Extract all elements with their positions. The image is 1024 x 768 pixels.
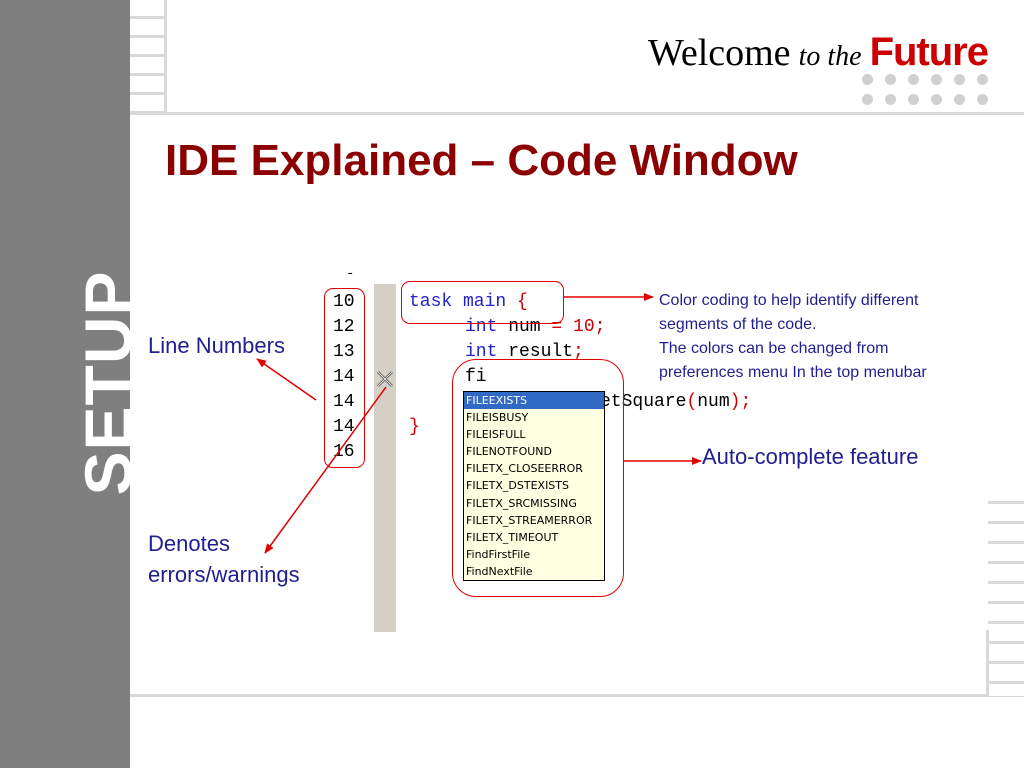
code-closing-brace[interactable]: } [409,417,420,437]
callout-line: Color coding to help identify different [659,292,919,309]
autocomplete-item[interactable]: FindNextFile [466,564,533,578]
header-divider [130,112,1024,115]
autocomplete-callout: Auto-complete feature [702,444,919,469]
color-coding-highlight [401,281,564,324]
autocomplete-list[interactable]: FILEEXISTS FILEISBUSY FILEISFULL FILENOT… [463,391,605,581]
top-left-stripes [130,0,166,114]
autocomplete-item[interactable]: FILEISBUSY [466,411,529,425]
autocomplete-item[interactable]: FILETX_DSTEXISTS [466,479,569,493]
line-number: 10 [333,292,355,312]
code-operator: ; [573,342,584,362]
autocomplete-item[interactable]: FILETX_SRCMISSING [466,496,577,510]
brand-dot [931,94,942,105]
sidebar-section-label: SETUP [71,270,145,496]
brand-dot-grid [862,74,992,105]
callout-line: preferences menu In the top menubar [659,364,927,381]
brand-dot [931,74,942,85]
arrow-line-numbers [256,358,317,401]
errors-warnings-callout: Denotes errors/warnings [148,528,300,590]
line-number: 12 [333,317,355,337]
line-number: 14 [333,367,355,387]
autocomplete-item[interactable]: FILETX_CLOSEERROR [466,462,583,476]
code-keyword: task main [409,292,507,312]
autocomplete-item[interactable]: FILEEXISTS [464,392,604,410]
code-keyword: int [465,342,498,362]
brand-dot [954,94,965,105]
code-line[interactable]: task main { [409,292,528,312]
brand-dot [885,94,896,105]
code-identifier: etSquare [600,392,687,412]
brand-dot [862,94,873,105]
callout-line: segments of the code. [659,316,817,333]
color-coding-callout: Color coding to help identify different … [659,289,999,385]
bottom-right-stripes [988,484,1024,696]
error-warning-x-icon[interactable] [375,369,395,389]
code-paren: ( [686,392,698,412]
bottom-right-stripe-edge [986,630,989,696]
brand-dot [908,74,919,85]
line-numbers-highlight [324,288,365,468]
footer-divider [130,694,1024,697]
code-keyword: int [465,317,498,337]
brand-dot [885,74,896,85]
brand-logo: Welcome to the Future [648,30,989,75]
line-numbers-callout: Line Numbers [148,333,285,358]
autocomplete-item[interactable]: FILENOTFOUND [466,445,552,459]
brand-future: Future [869,30,989,74]
brand-dot [862,74,873,85]
autocomplete-item[interactable]: FindFirstFile [466,547,531,561]
autocomplete-item[interactable]: FILEISFULL [466,428,526,442]
brand-dot [954,74,965,85]
callout-line: Denotes [148,531,230,556]
autocomplete-item[interactable]: FILETX_STREAMERROR [466,513,593,527]
callout-line: The colors can be changed from [659,340,889,357]
autocomplete-highlight [452,359,624,597]
code-scroll-fragment: - [346,266,355,282]
code-identifier: num [497,317,552,337]
brand-to-the: to the [798,41,862,72]
top-left-stripe-edge [164,0,167,114]
code-line[interactable]: int num = 10; [465,317,605,337]
brand-dot [908,94,919,105]
callout-line: errors/warnings [148,562,300,587]
brand-dot [977,74,988,85]
code-operator: = 10; [551,317,606,337]
code-paren: ); [729,392,752,412]
code-line[interactable]: int result; [465,342,584,362]
page-title: IDE Explained – Code Window [165,136,798,185]
editor-gutter [374,284,396,632]
brand-dot [977,94,988,105]
code-brace: { [517,292,528,312]
code-identifier: num [697,392,730,412]
code-line-partial[interactable]: etSquare(num); [600,392,751,412]
brand-welcome: Welcome [648,32,791,74]
autocomplete-item[interactable]: FILETX_TIMEOUT [466,530,559,544]
sidebar-band [0,0,130,768]
code-identifier: result [497,342,574,362]
line-number: 13 [333,342,355,362]
